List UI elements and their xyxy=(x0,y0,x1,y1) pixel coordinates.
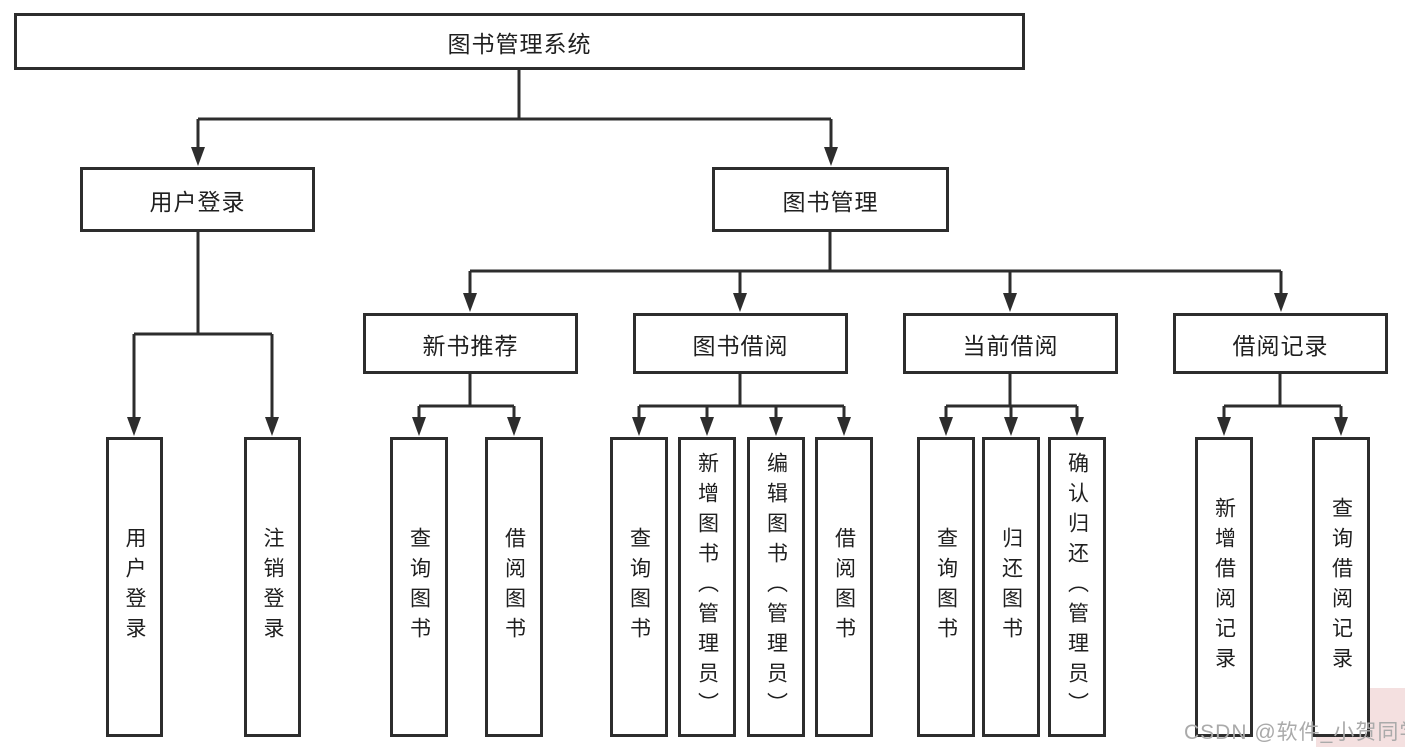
leaf-query-books: 查询图书 xyxy=(917,437,975,737)
leaf-label: 借阅图书 xyxy=(832,527,856,647)
leaf-label: 用户登录 xyxy=(123,527,147,647)
leaf-query-books: 查询图书 xyxy=(390,437,448,737)
leaf-label: 注销登录 xyxy=(261,527,285,647)
node-book-borrow: 图书借阅 xyxy=(633,313,848,374)
leaf-add-borrow-record: 新增借阅记录 xyxy=(1195,437,1253,737)
leaf-label: 查询图书 xyxy=(934,527,958,647)
leaf-label: 新增借阅记录 xyxy=(1212,497,1236,677)
leaf-label: 借阅图书 xyxy=(502,527,526,647)
leaf-logout: 注销登录 xyxy=(244,437,301,737)
node-new-book-recommend: 新书推荐 xyxy=(363,313,578,374)
leaf-label: 查询图书 xyxy=(627,527,651,647)
leaf-label: 编辑图书（管理员） xyxy=(764,452,788,722)
node-user-login: 用户登录 xyxy=(80,167,315,232)
leaf-confirm-return-admin: 确认归还（管理员） xyxy=(1048,437,1106,737)
leaf-label: 确认归还（管理员） xyxy=(1065,452,1089,722)
leaf-user-login: 用户登录 xyxy=(106,437,163,737)
leaf-borrow-books: 借阅图书 xyxy=(815,437,873,737)
leaf-label: 查询借阅记录 xyxy=(1329,497,1353,677)
leaf-return-books: 归还图书 xyxy=(982,437,1040,737)
node-book-management: 图书管理 xyxy=(712,167,949,232)
node-borrow-records: 借阅记录 xyxy=(1173,313,1388,374)
leaf-label: 查询图书 xyxy=(407,527,431,647)
leaf-query-borrow-record: 查询借阅记录 xyxy=(1312,437,1370,737)
leaf-add-books-admin: 新增图书（管理员） xyxy=(678,437,736,737)
node-library-management-system: 图书管理系统 xyxy=(14,13,1025,70)
leaf-edit-books-admin: 编辑图书（管理员） xyxy=(747,437,805,737)
leaf-label: 归还图书 xyxy=(999,527,1023,647)
csdn-watermark: CSDN @软件_小贺同学 xyxy=(1184,721,1405,744)
leaf-label: 新增图书（管理员） xyxy=(695,452,719,722)
leaf-query-books: 查询图书 xyxy=(610,437,668,737)
node-current-borrow: 当前借阅 xyxy=(903,313,1118,374)
leaf-borrow-books: 借阅图书 xyxy=(485,437,543,737)
